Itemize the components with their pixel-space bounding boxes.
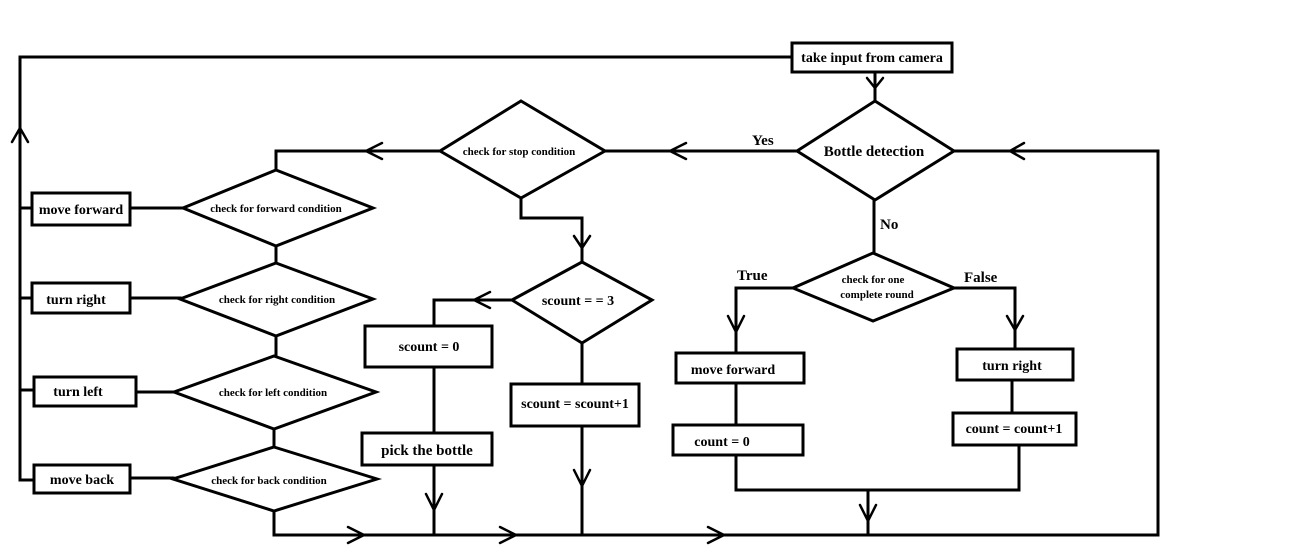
arrow-up-left-rail bbox=[10, 126, 30, 144]
connector-round-false bbox=[952, 286, 1017, 351]
connector-camera-to-left-rail bbox=[18, 55, 794, 482]
connector-round-true bbox=[734, 286, 795, 355]
connectors bbox=[18, 55, 1160, 537]
bottle-detection-label: Bottle detection bbox=[824, 144, 925, 160]
round-check-diamond: check for one complete round bbox=[789, 251, 958, 323]
move-back-action-label: move back bbox=[50, 473, 114, 488]
scount-check-label: scount = = 3 bbox=[542, 294, 614, 309]
edge-label-true: True bbox=[737, 268, 768, 284]
left-condition-diamond: check for left condition bbox=[169, 354, 381, 431]
move-back-action-box: move back bbox=[32, 463, 132, 495]
connector-stop-to-forward bbox=[274, 149, 442, 172]
camera-box: take input from camera bbox=[790, 41, 954, 74]
arrow-down-false bbox=[1005, 314, 1025, 332]
right-condition-label: check for right condition bbox=[219, 294, 335, 306]
arrow-down-merge bbox=[858, 503, 878, 523]
connector-scount-true bbox=[432, 298, 514, 328]
move-forward-action-box: move forward bbox=[30, 191, 132, 227]
arrow-down-true bbox=[726, 314, 746, 334]
camera-box-label: take input from camera bbox=[801, 51, 943, 66]
scount-reset-label: scount = 0 bbox=[399, 340, 460, 355]
turn-right-action-box: turn right bbox=[30, 281, 132, 315]
arrow-down-pick bbox=[424, 492, 444, 512]
stop-condition-label: check for stop condition bbox=[463, 146, 576, 158]
forward-condition-diamond: check for forward condition bbox=[179, 168, 378, 248]
arrow-down-inc bbox=[572, 468, 592, 488]
count-reset-label: count = 0 bbox=[694, 435, 749, 450]
scount-check-diamond: scount = = 3 bbox=[509, 260, 655, 345]
arrow-down-detection bbox=[865, 76, 885, 90]
connector-count-merge bbox=[734, 443, 1021, 492]
arrow-right-bottom-2 bbox=[498, 525, 518, 545]
arrow-left-stop bbox=[364, 141, 384, 161]
move-forward-action-label: move forward bbox=[39, 203, 124, 218]
edge-label-yes: Yes bbox=[752, 133, 774, 149]
scount-reset-box: scount = 0 bbox=[363, 324, 494, 369]
bottle-detection-diamond: Bottle detection bbox=[794, 99, 957, 202]
left-condition-label: check for left condition bbox=[219, 387, 327, 399]
back-condition-diamond: check for back condition bbox=[168, 445, 383, 513]
right-condition-diamond: check for right condition bbox=[175, 261, 378, 338]
turn-right-right-label: turn right bbox=[982, 359, 1042, 374]
turn-left-action-box: turn left bbox=[32, 375, 138, 408]
arrow-down-scount bbox=[572, 234, 592, 250]
count-increment-box: count = count+1 bbox=[951, 411, 1078, 447]
back-condition-label: check for back condition bbox=[211, 475, 327, 487]
arrow-left-return bbox=[1008, 141, 1026, 161]
turn-right-action-label: turn right bbox=[46, 293, 106, 308]
round-check-label-line2: complete round bbox=[840, 289, 913, 301]
scount-increment-box: scount = scount+1 bbox=[509, 382, 641, 428]
arrow-right-bottom-1 bbox=[346, 525, 366, 545]
count-increment-label: count = count+1 bbox=[966, 422, 1063, 437]
connector-stop-to-scount bbox=[519, 196, 584, 264]
stop-condition-diamond: check for stop condition bbox=[437, 99, 609, 200]
pick-bottle-box: pick the bottle bbox=[360, 431, 494, 467]
arrow-right-bottom-3 bbox=[706, 525, 726, 545]
edge-label-false: False bbox=[964, 270, 998, 286]
scount-increment-label: scount = scount+1 bbox=[521, 397, 629, 412]
turn-left-action-label: turn left bbox=[53, 385, 103, 400]
pick-bottle-label: pick the bottle bbox=[381, 443, 473, 459]
arrow-left-yes bbox=[668, 141, 688, 161]
move-forward-right-label: move forward bbox=[691, 363, 776, 378]
round-check-label-line1: check for one bbox=[842, 274, 905, 286]
move-forward-right-box: move forward bbox=[674, 351, 806, 385]
connector-bottom-return bbox=[272, 149, 1160, 537]
turn-right-right-box: turn right bbox=[955, 347, 1075, 382]
forward-condition-label: check for forward condition bbox=[210, 203, 341, 215]
arrow-left-scount-reset bbox=[472, 290, 492, 310]
edge-label-no: No bbox=[880, 217, 898, 233]
arrowheads bbox=[10, 76, 1026, 545]
count-reset-box: count = 0 bbox=[671, 423, 805, 457]
